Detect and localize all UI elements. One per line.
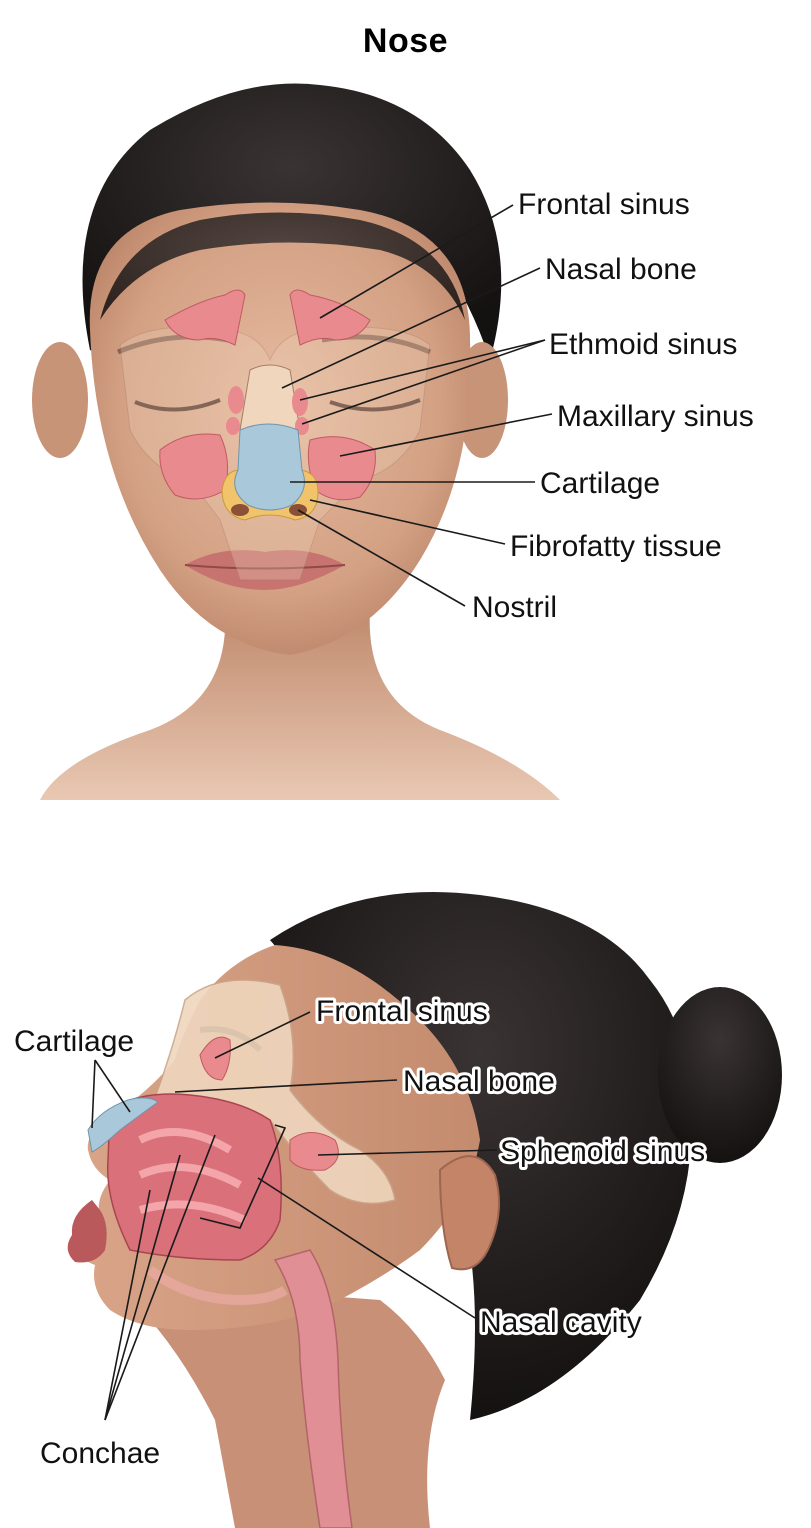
side-cartilage bbox=[87, 1097, 159, 1153]
front-hair bbox=[82, 83, 502, 360]
front-label-nasal-bone: Nasal bone bbox=[545, 253, 697, 286]
side-ear bbox=[438, 1155, 500, 1271]
front-right-eye bbox=[329, 398, 421, 412]
side-sphenoid-sinus bbox=[289, 1132, 339, 1171]
front-cartilage bbox=[234, 423, 305, 511]
front-view: Frontal sinus Nasal bone Ethmoid sinus M… bbox=[32, 83, 754, 800]
front-label-maxillary-sinus: Maxillary sinus bbox=[557, 400, 754, 433]
front-hairline bbox=[100, 212, 465, 320]
page-title: Nose bbox=[362, 22, 449, 60]
side-hair-bun bbox=[658, 987, 782, 1163]
side-label-sphenoid-sinus: Sphenoid sinus bbox=[500, 1135, 705, 1168]
side-label-nasal-cavity: Nasal cavity bbox=[480, 1306, 642, 1339]
side-label-conchae: Conchae bbox=[40, 1437, 160, 1470]
front-ethmoid-sinus-left bbox=[228, 386, 244, 414]
side-airway bbox=[273, 1249, 353, 1528]
front-nostril-left bbox=[231, 504, 249, 516]
side-view: Cartilage Frontal sinus Nasal bone Sphen… bbox=[11, 892, 782, 1528]
front-label-ethmoid-sinus: Ethmoid sinus bbox=[549, 328, 737, 361]
front-left-eye bbox=[134, 398, 221, 412]
front-frontal-sinus-right bbox=[289, 289, 371, 346]
front-neck bbox=[40, 610, 560, 800]
side-frontal-sinus bbox=[199, 1036, 231, 1081]
front-ethmoid-sinus-right bbox=[292, 388, 308, 416]
side-conchae bbox=[138, 1128, 233, 1154]
front-lips bbox=[185, 550, 345, 590]
side-label-nasal-bone: Nasal bone bbox=[403, 1065, 555, 1098]
front-label-fibrofatty-tissue: Fibrofatty tissue bbox=[510, 530, 722, 563]
front-frontal-sinus-left bbox=[164, 289, 246, 346]
front-nasal-bone bbox=[239, 364, 301, 431]
side-label-cartilage: Cartilage bbox=[14, 1025, 134, 1058]
side-lips bbox=[67, 1200, 107, 1263]
side-label-frontal-sinus: Frontal sinus bbox=[316, 995, 488, 1028]
front-label-nostril: Nostril bbox=[472, 591, 557, 624]
front-left-ear bbox=[32, 342, 88, 458]
front-label-cartilage: Cartilage bbox=[540, 467, 660, 500]
front-label-frontal-sinus: Frontal sinus bbox=[518, 188, 690, 221]
side-neck bbox=[110, 1280, 445, 1528]
